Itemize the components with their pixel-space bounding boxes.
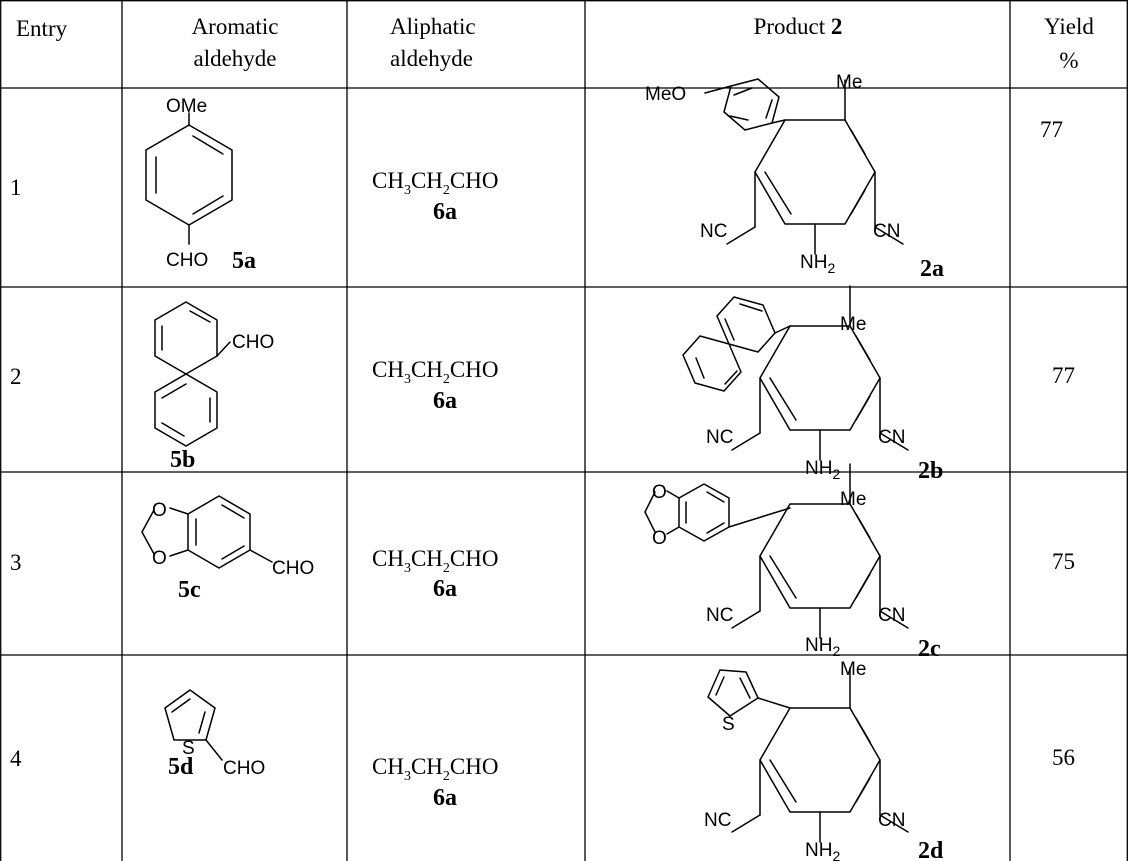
header-aliphatic-line1: Aliphatic <box>390 14 476 39</box>
atom-label: O <box>152 500 167 521</box>
aromatic-structure-5d: S CHO 5d <box>164 689 265 780</box>
entry-number: 1 <box>10 175 22 200</box>
atom-label: Me <box>840 314 866 335</box>
entry-number: 3 <box>10 550 22 575</box>
yield-value: 77 <box>1052 363 1075 388</box>
entry-number: 4 <box>10 746 22 771</box>
atom-label: O <box>652 482 667 503</box>
compound-label: 5b <box>170 447 195 473</box>
yield-value: 75 <box>1052 549 1075 574</box>
atom-label: NC <box>700 221 727 242</box>
atom-label: Me <box>840 489 866 510</box>
entry-number: 2 <box>10 364 22 389</box>
aliphatic-formula: CH3CH2CHO <box>372 754 498 784</box>
atom-label: NH2 <box>805 635 840 659</box>
aromatic-structure-5b: CHO 5b <box>154 301 274 473</box>
table-row-3: 3 CH3CH2CHO 6a 75 <box>10 546 1075 602</box>
product-structure-2b: Me NC CN NH2 2b <box>682 285 943 484</box>
table-row-4: 4 CH3CH2CHO 6a 56 <box>10 745 1075 811</box>
atom-label: NH2 <box>805 840 840 861</box>
atom-label: CN <box>873 221 900 242</box>
atom-label: CN <box>878 810 905 831</box>
header-product: Product 2 <box>754 14 843 39</box>
table-header: Entry Aromatic aldehyde Aliphatic aldehy… <box>16 14 1094 73</box>
atom-label: MeO <box>645 84 686 105</box>
compound-label: 2a <box>920 256 944 282</box>
aliphatic-label: 6a <box>433 388 457 414</box>
atom-label: OMe <box>166 96 207 117</box>
aliphatic-formula: CH3CH2CHO <box>372 168 498 198</box>
atom-label: CHO <box>166 250 208 271</box>
atom-label: CN <box>878 605 905 626</box>
atom-label: Me <box>836 72 862 93</box>
aliphatic-label: 6a <box>433 785 457 811</box>
aliphatic-formula: CH3CH2CHO <box>372 357 498 387</box>
compound-label: 2d <box>918 838 944 861</box>
compound-label: 2b <box>918 458 943 484</box>
header-yield-line1: Yield <box>1044 14 1094 39</box>
aliphatic-label: 6a <box>433 576 457 602</box>
compound-label: 5c <box>178 577 201 603</box>
atom-label: CHO <box>232 332 274 353</box>
table-row-2: 2 CH3CH2CHO 6a 77 <box>10 357 1075 414</box>
atom-label: O <box>152 548 167 569</box>
yield-value: 56 <box>1052 745 1075 770</box>
aromatic-structure-5a: OMe CHO 5a <box>145 96 256 274</box>
product-structure-2a: MeO Me NC CN NH2 2a <box>645 72 944 282</box>
atom-label: CN <box>878 427 905 448</box>
compound-label: 2c <box>918 636 941 662</box>
yield-value: 77 <box>1040 117 1063 142</box>
compound-label: 5d <box>168 754 194 780</box>
atom-label: NH2 <box>800 252 835 276</box>
header-yield-line2: % <box>1059 48 1078 73</box>
header-entry: Entry <box>16 16 68 41</box>
table-row-1: 1 CH3CH2CHO 6a 77 <box>10 117 1063 225</box>
header-aromatic-line2: aldehyde <box>193 46 276 71</box>
compound-label: 5a <box>232 248 256 274</box>
aliphatic-label: 6a <box>433 199 457 225</box>
product-structure-2d: S Me NC CN NH2 2d <box>704 659 944 861</box>
header-aliphatic-line2: aldehyde <box>390 46 473 71</box>
atom-label: CHO <box>272 558 314 579</box>
product-structure-2c: O O Me NC CN NH2 2c <box>644 463 941 662</box>
atom-label: NC <box>706 427 733 448</box>
atom-label: O <box>652 528 667 549</box>
atom-label: S <box>722 714 735 735</box>
atom-label: NC <box>704 810 731 831</box>
atom-label: CHO <box>223 758 265 779</box>
aliphatic-formula: CH3CH2CHO <box>372 546 498 576</box>
atom-label: S <box>182 738 195 759</box>
atom-label: Me <box>840 659 866 680</box>
header-aromatic-line1: Aromatic <box>192 14 279 39</box>
atom-label: NH2 <box>805 458 840 482</box>
aromatic-structure-5c: O O CHO 5c <box>141 495 314 603</box>
atom-label: NC <box>706 605 733 626</box>
